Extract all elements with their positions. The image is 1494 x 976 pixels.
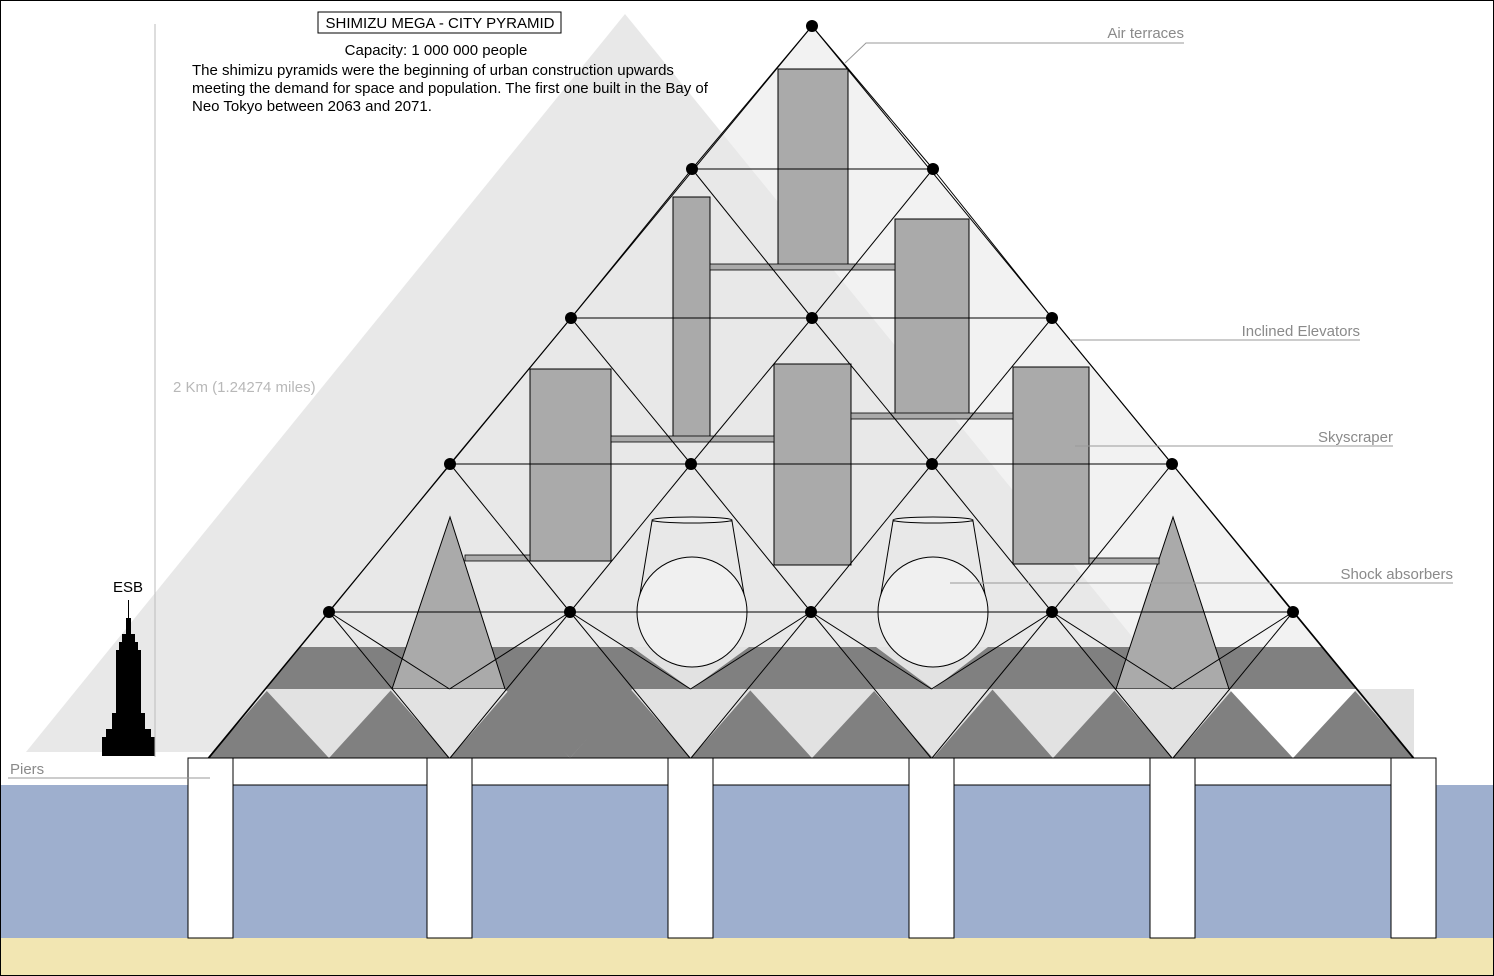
callout-leaders: [8, 42, 1453, 779]
sea-floor-sand: [1, 938, 1493, 975]
page-title: SHIMIZU MEGA - CITY PYRAMID: [326, 15, 555, 32]
shock-absorber-cap-right: [892, 516, 974, 524]
truss-nodes: [323, 20, 1299, 618]
base-bands: [208, 515, 1414, 758]
description-line-2: meeting the demand for space and populat…: [192, 80, 709, 97]
pier-deck: [187, 757, 1437, 786]
label-piers: Piers: [10, 761, 44, 778]
shock-absorber-cap-left: [651, 516, 733, 524]
title-box: [317, 11, 562, 34]
capacity-text: Capacity: 1 000 000 people: [345, 42, 528, 59]
esb-silhouette: [102, 600, 155, 756]
bay-water: [1, 785, 1493, 938]
esb-label: ESB: [113, 579, 143, 596]
height-label: 2 Km (1.24274 miles): [173, 379, 316, 396]
label-shock-absorbers: Shock absorbers: [1340, 566, 1453, 583]
label-air-terraces: Air terraces: [1107, 25, 1184, 42]
description-line-1: The shimizu pyramids were the beginning …: [192, 62, 674, 79]
label-inclined-elevators: Inclined Elevators: [1242, 323, 1360, 340]
label-skyscraper: Skyscraper: [1318, 429, 1393, 446]
piers: [187, 757, 1437, 939]
description-line-3: Neo Tokyo between 2063 and 2071.: [192, 98, 432, 115]
